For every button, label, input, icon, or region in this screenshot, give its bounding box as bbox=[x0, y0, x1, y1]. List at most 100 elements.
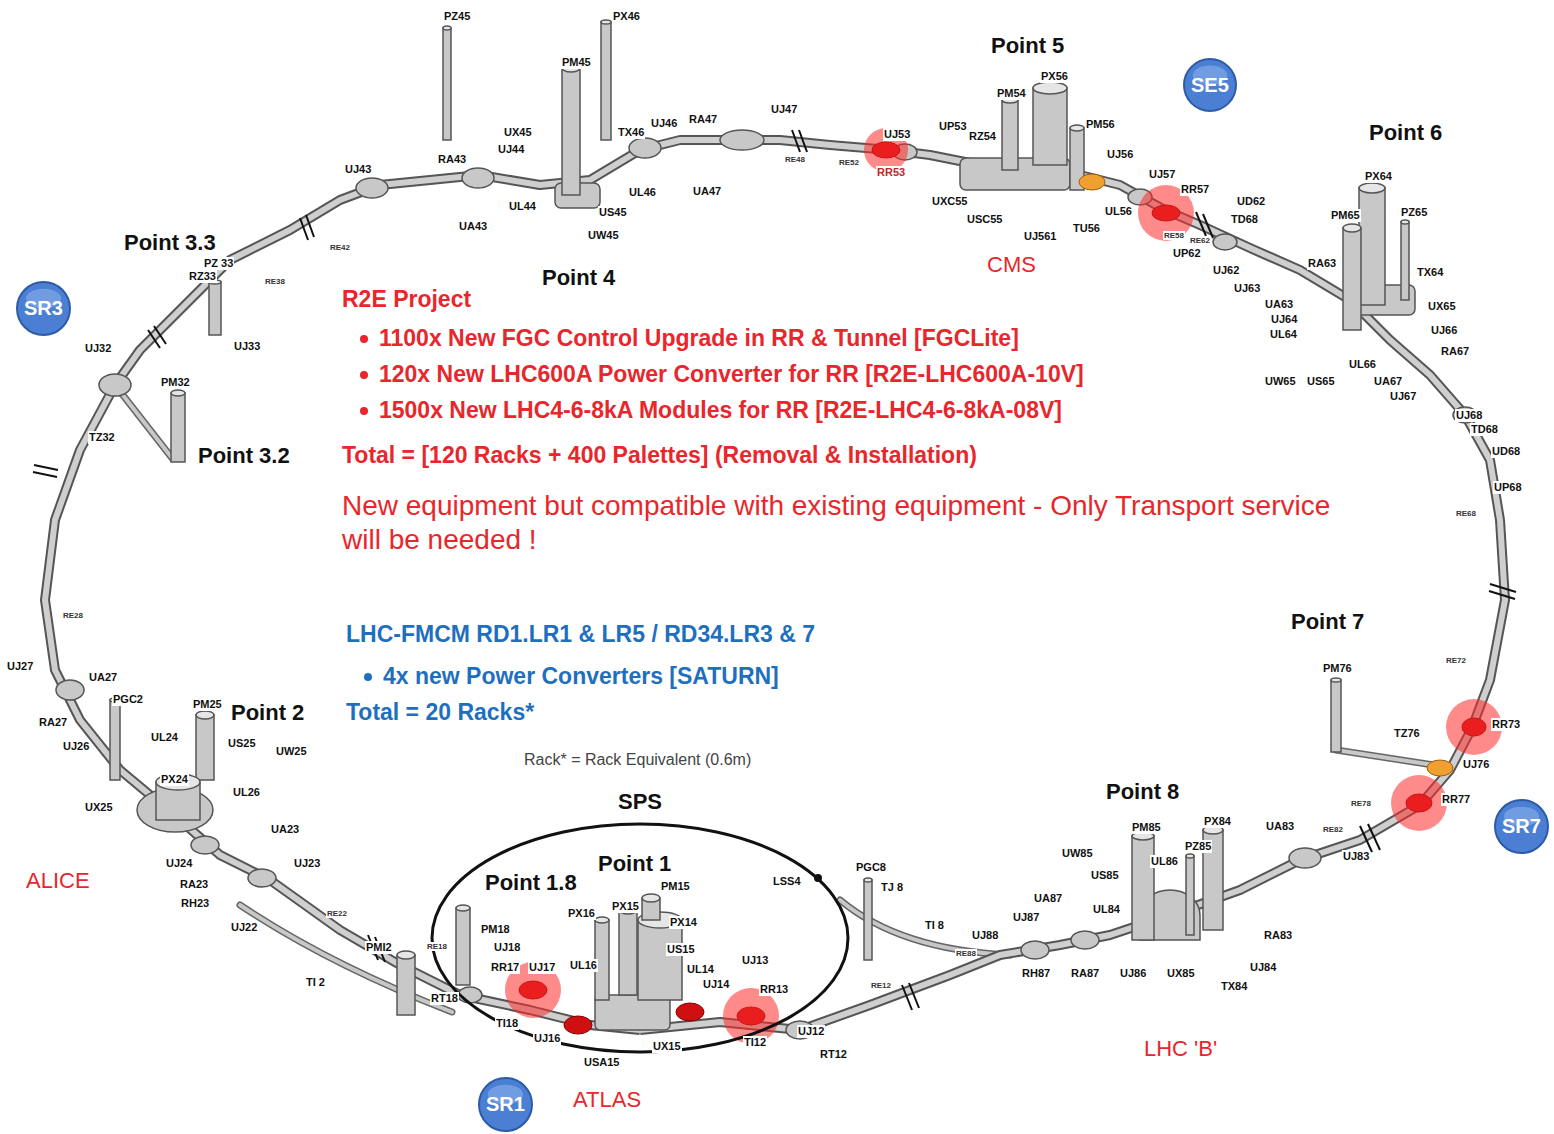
structure-label: UW25 bbox=[275, 745, 308, 758]
alcove-label: RE78 bbox=[1350, 799, 1372, 808]
structure-label: PM32 bbox=[160, 376, 191, 389]
point-label: Point 5 bbox=[990, 33, 1065, 58]
alcove-label: RE28 bbox=[62, 611, 84, 620]
structure-label: UP53 bbox=[938, 120, 968, 133]
ring-name: SPS bbox=[618, 789, 662, 814]
structure-label: RA47 bbox=[688, 113, 718, 126]
structure-label: UJ12 bbox=[797, 1025, 825, 1038]
alcove-label: RE72 bbox=[1445, 656, 1467, 665]
structure-label: UL14 bbox=[686, 963, 715, 976]
structure-label: PGC2 bbox=[112, 693, 144, 706]
alcove-label: RE48 bbox=[784, 155, 806, 164]
structure-label: UD62 bbox=[1236, 195, 1266, 208]
experiment-label: LHC 'B' bbox=[1143, 1036, 1218, 1061]
alcove-label: RE42 bbox=[329, 243, 351, 252]
structure-label: UJ67 bbox=[1389, 390, 1417, 403]
structure-label: PX16 bbox=[567, 907, 596, 920]
structure-label: PZ85 bbox=[1184, 840, 1212, 853]
structure-label: RA43 bbox=[437, 153, 467, 166]
structure-label: UJ83 bbox=[1342, 850, 1370, 863]
ellipse-outline bbox=[425, 786, 855, 1054]
point-label: Point 6 bbox=[1368, 120, 1443, 145]
alcove-label: RE38 bbox=[264, 277, 286, 286]
structure-label: RR57 bbox=[1180, 183, 1210, 196]
structure-label: RR17 bbox=[490, 961, 520, 974]
alcove-label: RE68 bbox=[1455, 509, 1477, 518]
shafts bbox=[110, 20, 1409, 1015]
structure-label: UL66 bbox=[1348, 358, 1377, 371]
experiment-label: ATLAS bbox=[572, 1087, 642, 1112]
ring-tunnel bbox=[45, 140, 1505, 1030]
structure-label: RR73 bbox=[1491, 718, 1521, 731]
structure-label: UA87 bbox=[1033, 892, 1063, 905]
sector-circle: SR1 bbox=[478, 1077, 533, 1132]
structure-label: TZ32 bbox=[88, 431, 116, 444]
project-text: Total = [120 Racks + 400 Palettes] (Remo… bbox=[341, 442, 978, 468]
structure-label: RA63 bbox=[1307, 257, 1337, 270]
structure-label: UW85 bbox=[1061, 847, 1094, 860]
structure-label: UP62 bbox=[1172, 247, 1202, 260]
structure-label: UJ43 bbox=[344, 163, 372, 176]
structure-label: UJ53 bbox=[883, 128, 911, 141]
structure-label: UJ561 bbox=[1023, 230, 1057, 243]
sector-circle: SR7 bbox=[1494, 799, 1549, 854]
structure-label: US45 bbox=[598, 206, 628, 219]
sps-ring: SPS bbox=[425, 786, 855, 1054]
structure-label: TX64 bbox=[1416, 266, 1444, 279]
structure-label: UJ14 bbox=[702, 978, 730, 991]
structure-label: PM65 bbox=[1330, 209, 1361, 222]
structure-label: UL24 bbox=[150, 731, 179, 744]
structure-label: PX24 bbox=[160, 773, 189, 786]
structure-label: PX64 bbox=[1364, 170, 1393, 183]
structure-label: PM54 bbox=[996, 87, 1027, 100]
structure-label: RA87 bbox=[1070, 967, 1100, 980]
structure-label: TX84 bbox=[1220, 980, 1248, 993]
structure-label: UJ88 bbox=[971, 929, 999, 942]
structure-label: PM85 bbox=[1131, 821, 1162, 834]
structure-label: PM76 bbox=[1322, 662, 1353, 675]
structure-label: RH23 bbox=[180, 897, 210, 910]
structure-label: UL86 bbox=[1150, 855, 1179, 868]
structure-label: RA83 bbox=[1263, 929, 1293, 942]
alcove-label: RE52 bbox=[838, 158, 860, 167]
structure-label: UJ18 bbox=[493, 941, 521, 954]
structure-label: TD68 bbox=[1230, 213, 1259, 226]
circle-shape bbox=[1184, 59, 1236, 111]
structure-label: RA23 bbox=[179, 878, 209, 891]
sector-name: SR1 bbox=[486, 1093, 525, 1116]
project-text: 120x New LHC600A Power Converter for RR … bbox=[378, 361, 1085, 387]
structure-label: RR77 bbox=[1441, 793, 1471, 806]
structure-label: RT12 bbox=[819, 1048, 848, 1061]
structure-label: PGC8 bbox=[855, 861, 887, 874]
point-label: Point 1 bbox=[597, 851, 672, 876]
structure-label: UA27 bbox=[88, 671, 118, 684]
structure-label: UL56 bbox=[1104, 205, 1133, 218]
sector-name: SR7 bbox=[1502, 815, 1541, 838]
structure-label: UJ86 bbox=[1119, 967, 1147, 980]
structure-label: US65 bbox=[1306, 375, 1336, 388]
structure-label: PX15 bbox=[611, 900, 640, 913]
structure-label: TD68 bbox=[1470, 423, 1499, 436]
point-label: Point 4 bbox=[541, 265, 616, 290]
structure-label: UL44 bbox=[508, 200, 537, 213]
structure-label: UJ22 bbox=[230, 921, 258, 934]
experiment-label: ALICE bbox=[25, 868, 91, 893]
structure-label: UJ47 bbox=[770, 103, 798, 116]
structure-label: UJ33 bbox=[233, 340, 261, 353]
circle-shape bbox=[17, 282, 70, 335]
ellipse-shape bbox=[432, 824, 848, 1052]
structure-label: TU56 bbox=[1072, 222, 1101, 235]
structure-label: PZ65 bbox=[1400, 206, 1428, 219]
structure-label: UJ46 bbox=[650, 117, 678, 130]
structure-label: UA43 bbox=[458, 220, 488, 233]
caverns bbox=[56, 130, 1477, 1039]
structure-label: RA67 bbox=[1440, 345, 1470, 358]
structure-label: PX14 bbox=[669, 916, 698, 929]
structure-label: UA23 bbox=[270, 823, 300, 836]
structure-label: TX46 bbox=[617, 126, 645, 139]
transfer-lines bbox=[115, 385, 1440, 1012]
structure-label: UA63 bbox=[1264, 298, 1294, 311]
structure-label: RH87 bbox=[1021, 967, 1051, 980]
project-text: R2E Project bbox=[341, 286, 472, 312]
